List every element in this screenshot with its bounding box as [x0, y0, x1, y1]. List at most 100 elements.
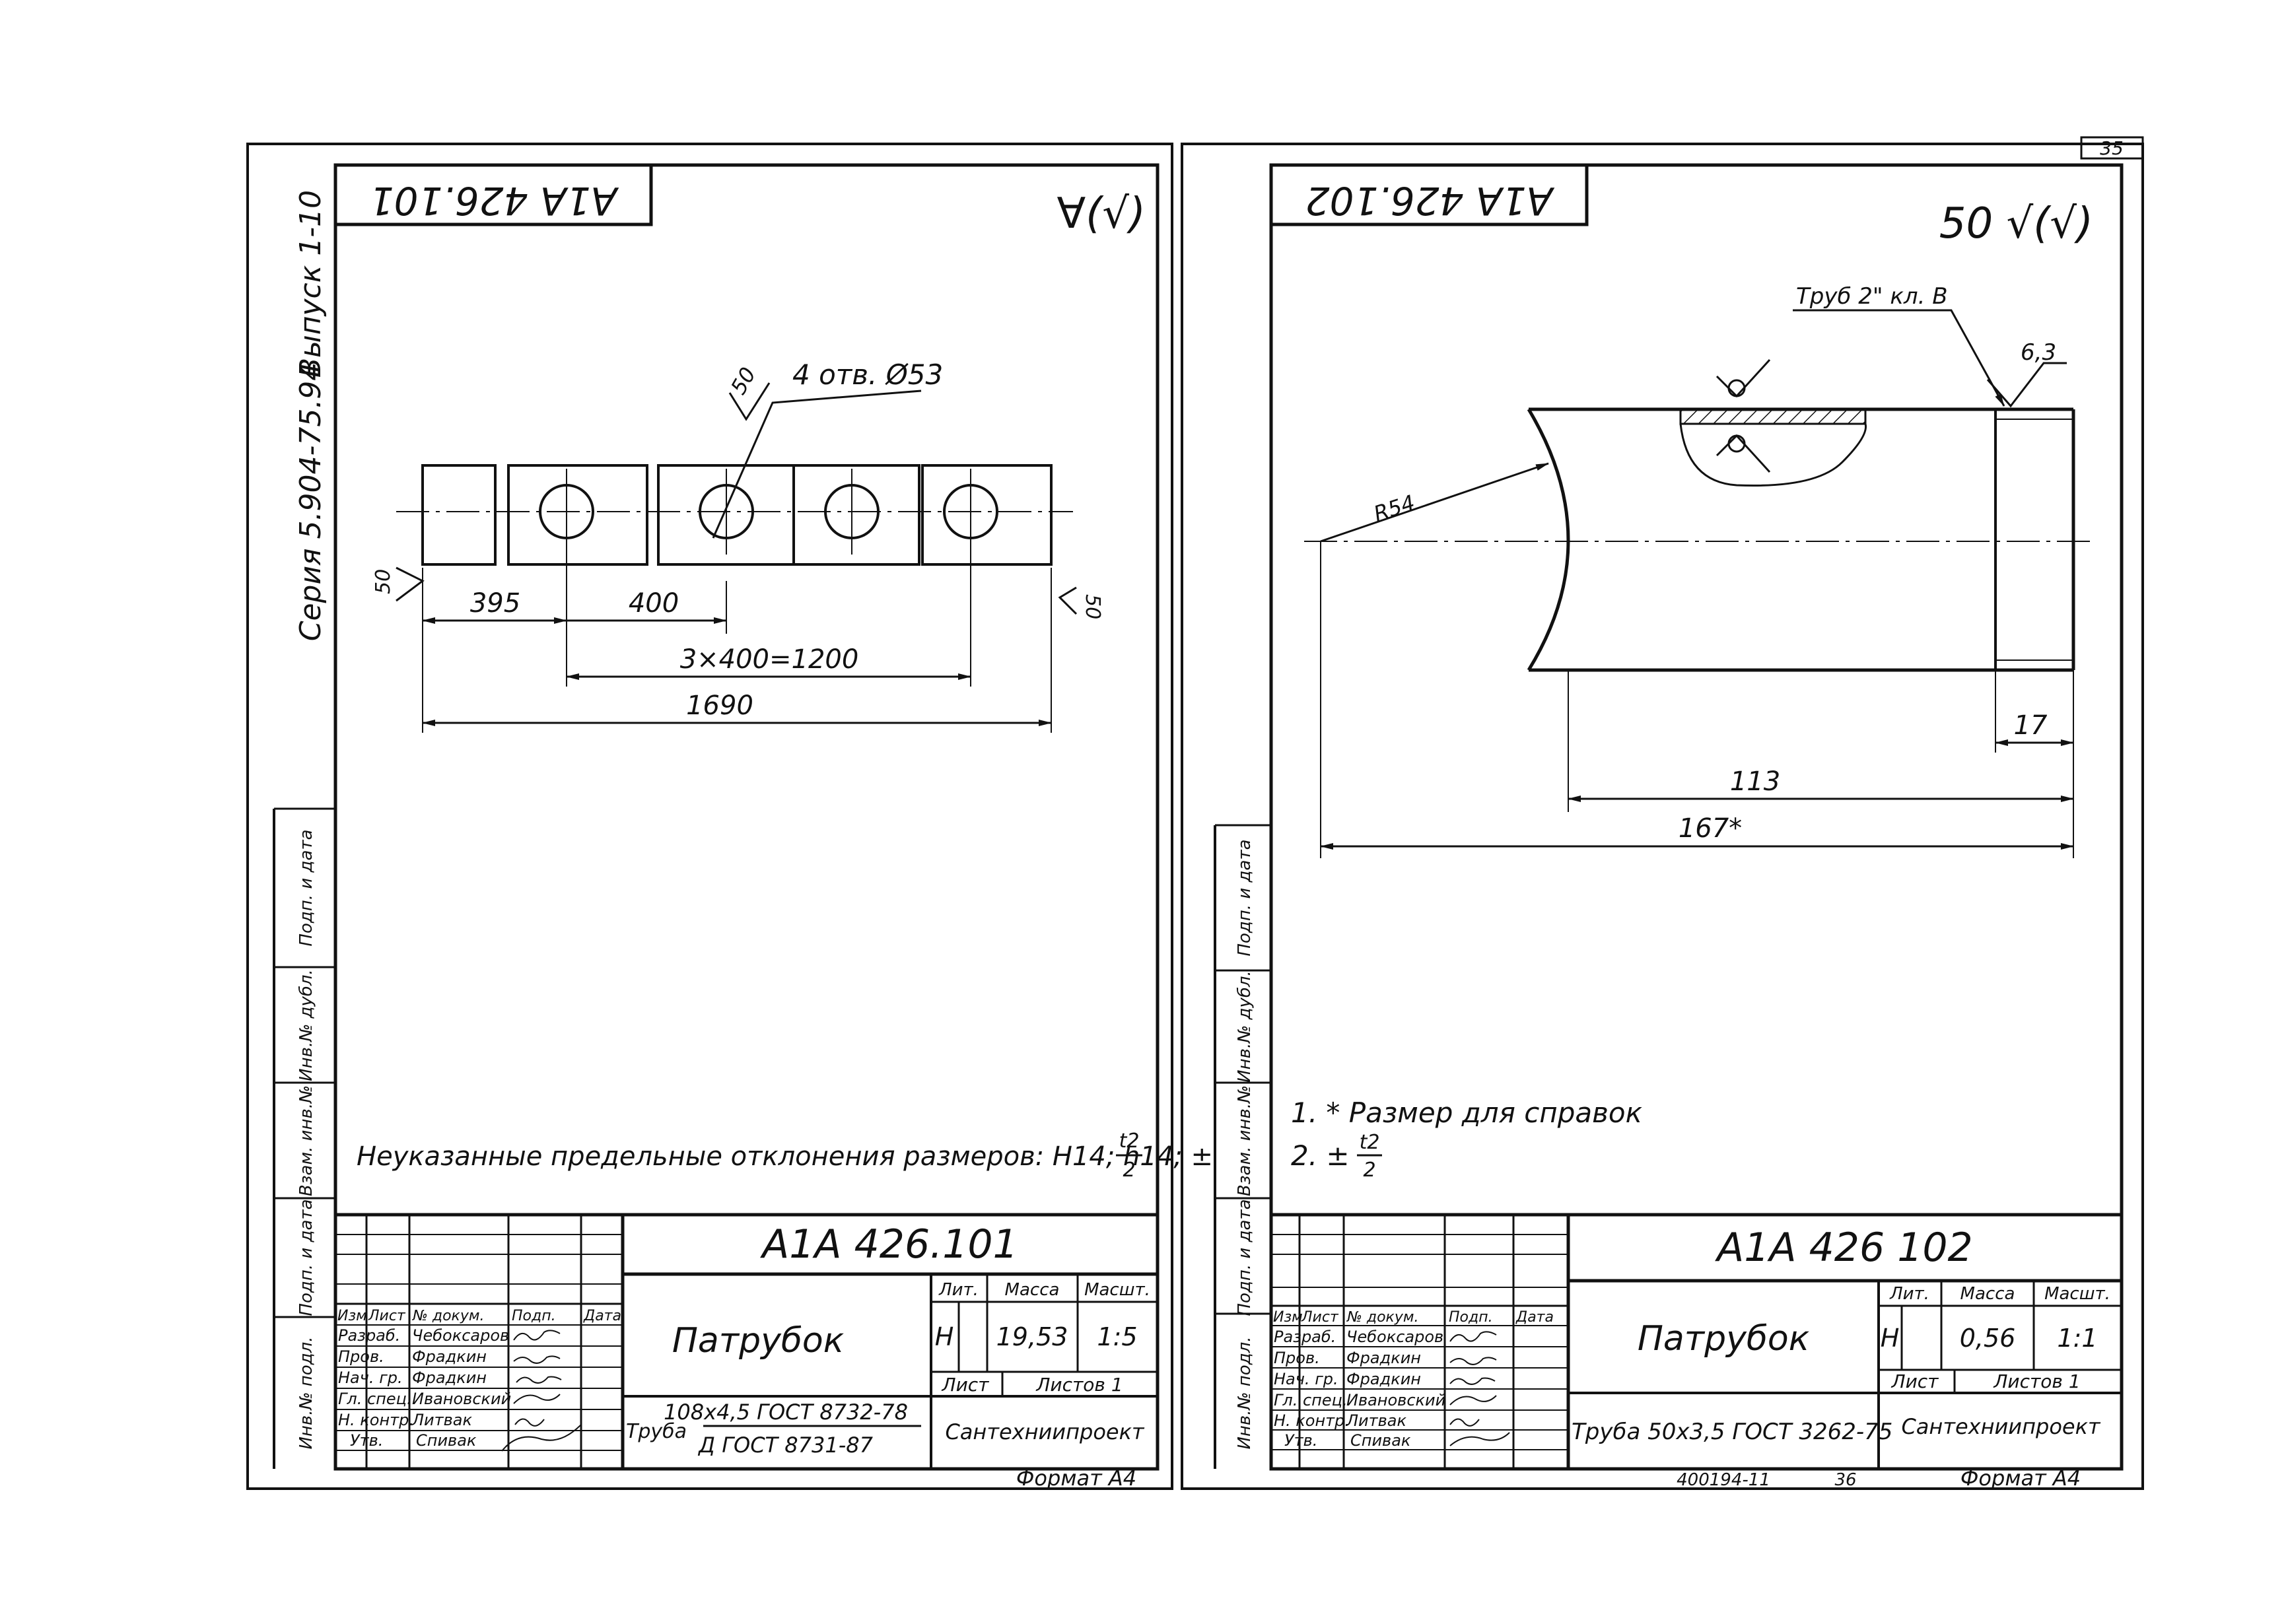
tb-name-right: Патрубок: [1638, 1319, 1810, 1359]
signature: [513, 1330, 561, 1341]
roughness-value-right: 6,3: [2021, 339, 2056, 366]
signature: [513, 1394, 561, 1404]
note-2: 2. ±: [1291, 1139, 1350, 1172]
tb-header-izm: Изм: [337, 1308, 367, 1324]
roughness-label-left-end: 50: [372, 569, 395, 594]
tolerance-note-fraction-numerator: t2: [1119, 1130, 1140, 1153]
stamp-code-mirrored-right: А1А 426.102: [1305, 178, 1556, 223]
tb-header-data: Дата: [1515, 1309, 1554, 1326]
hole-leader-text: 4 отв. Ø53: [792, 358, 943, 391]
tb-header-data: Дата: [583, 1308, 621, 1324]
tolerance-note-fraction-denominator: 2: [1123, 1159, 1135, 1182]
tb-person: Спивак: [1350, 1431, 1411, 1450]
tb-person: Фрадкин: [1346, 1349, 1421, 1367]
section-hatch: [1679, 408, 1867, 425]
saddle-cut-curve: [1527, 408, 1570, 671]
tb-mass-label: Масса: [1960, 1284, 2015, 1304]
tb-person: Чебоксаров: [1346, 1328, 1443, 1346]
tb-lit-label: Лит.: [938, 1280, 979, 1300]
tb-person: Спивак: [416, 1431, 477, 1450]
tb-person: Литвак: [1346, 1411, 1406, 1430]
sheet-right-inner-frame: [1269, 163, 2124, 1471]
sidebar-issue: Выпуск 1-10: [294, 190, 328, 378]
sidebar-right-cell-podp-data: Подп. и дата: [1235, 1199, 1255, 1316]
sidebar-cell-inv-dubl: Инв.№ дубл.: [296, 969, 316, 1081]
tb-role: Н. контр.: [1274, 1411, 1350, 1430]
tb-format-right: Формат А4: [1960, 1466, 2081, 1491]
dimension-label-1690: 1690: [686, 691, 753, 721]
tb-code-left: А1А 426.101: [759, 1221, 1018, 1268]
roughness-symbol-left-end: [396, 566, 425, 602]
dimension-label-400: 400: [629, 588, 679, 619]
tb-role: Гл. спец.: [1274, 1391, 1348, 1409]
tb-code-right: А1А 426 102: [1714, 1225, 1972, 1271]
tb-lit-value: Н: [935, 1322, 954, 1351]
hole-leader-line: [712, 389, 922, 539]
sidebar-cell-podp-data: Подп. и дата: [296, 1199, 316, 1316]
tb-person: Фрадкин: [1346, 1370, 1421, 1388]
signature: [1449, 1357, 1497, 1365]
page-number: 35: [2100, 137, 2124, 159]
title-block-left: [335, 1213, 1158, 1469]
sheet-right-outer-frame: [1181, 143, 2144, 1490]
pipe-segment: [792, 464, 920, 566]
sheet-right: 35 Инв.№ подл. Подп. и дата Взам. инв.№ …: [1181, 136, 2144, 1491]
tb-header-izm: Изм: [1273, 1309, 1303, 1326]
dimension-label-113: 113: [1730, 766, 1780, 797]
tb-role: Пров.: [338, 1347, 384, 1366]
note-2-fraction-numerator: t2: [1360, 1131, 1380, 1154]
tb-material-right: Труба 50х3,5 ГОСТ 3262-75: [1572, 1419, 1892, 1445]
tb-lit-value: Н: [1881, 1324, 1900, 1353]
tb-sheets-label: Листов 1: [1035, 1374, 1123, 1396]
radius-label: R54: [1371, 490, 1418, 527]
tb-person: Фрадкин: [412, 1347, 487, 1366]
tb-header-list: Лист: [368, 1308, 406, 1324]
tb-person: Фрадкин: [412, 1369, 487, 1387]
sheet-left: Серия 5.904-75.94 Выпуск 1-10 Инв.№ подл…: [246, 143, 1213, 1491]
tb-person: Чебоксаров: [412, 1326, 509, 1345]
surface-finish-sign-right: 50 √(√): [1939, 199, 2093, 248]
tb-header-podp: Подп.: [512, 1308, 556, 1324]
tb-person: Литвак: [411, 1411, 472, 1429]
tb-header-list: Лист: [1301, 1309, 1339, 1326]
signature: [513, 1355, 561, 1364]
dimension-label-395: 395: [470, 588, 520, 619]
radius-line: [1320, 462, 1549, 543]
tb-lit-label: Лит.: [1889, 1284, 1929, 1304]
tb-scale-value: 1:5: [1097, 1322, 1137, 1351]
sheet-left-outer-frame: [246, 143, 1173, 1490]
tb-person: Ивановский: [412, 1390, 511, 1408]
note-2-fraction-denominator: 2: [1363, 1159, 1375, 1182]
signature: [1449, 1377, 1496, 1385]
signature: [516, 1376, 562, 1384]
sidebar-right-cell-podp-data-top: Подп. и дата: [1235, 839, 1255, 956]
pipe-leader-line: [1793, 309, 2005, 407]
sidebar-right-cell-vzam-inv: Взам. инв.№: [1235, 1085, 1255, 1196]
tb-role: Утв.: [350, 1431, 383, 1450]
signature: [1449, 1418, 1480, 1427]
tb-mass-value: 19,53: [996, 1322, 1068, 1351]
signature: [514, 1418, 545, 1427]
tb-role: Утв.: [1284, 1431, 1317, 1450]
tb-org: Сантехниипроект: [945, 1419, 1144, 1444]
pipe-segment: [507, 464, 648, 566]
roughness-label-right-end: 50: [1081, 594, 1104, 619]
tb-material-prefix: Труба: [626, 1420, 687, 1443]
tb-mass-label: Масса: [1005, 1280, 1060, 1300]
roughness-symbol-right-end: [1058, 586, 1078, 615]
tb-role: Гл. спец.: [338, 1390, 412, 1408]
tb-bottom-number: 36: [1834, 1470, 1856, 1490]
sidebar-cell-vzam-inv: Взам. инв.№: [296, 1085, 316, 1196]
stamp-box-right: [1269, 163, 1589, 226]
title-block-right: [1271, 1213, 2122, 1469]
tb-person: Ивановский: [1346, 1391, 1445, 1409]
dimension-label-167: 167*: [1679, 813, 1742, 844]
tb-header-doc: № докум.: [412, 1308, 484, 1324]
tb-scale-value: 1:1: [2057, 1324, 2097, 1353]
tolerance-note: Неуказанные предельные отклонения размер…: [357, 1141, 1213, 1172]
dimension-label-17: 17: [2014, 710, 2048, 741]
tb-role: Пров.: [1274, 1349, 1320, 1367]
tb-role: Н. контр.: [338, 1411, 414, 1429]
tb-header-podp: Подп.: [1449, 1309, 1493, 1326]
